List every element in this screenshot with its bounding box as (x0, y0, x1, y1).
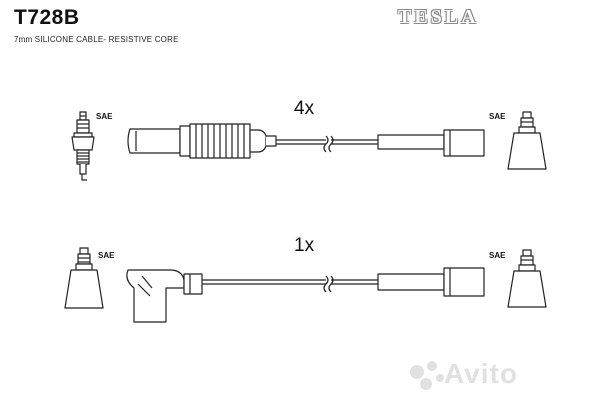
cable-line (202, 275, 378, 293)
spark-plug-icon (71, 111, 95, 181)
spark-plug-boot-angled (126, 269, 203, 323)
cable-set-2-right-terminal-label: SAE (489, 251, 506, 260)
terminal-cap-icon (507, 249, 547, 308)
cable-set-1-right-terminal-label: SAE (489, 112, 506, 121)
cable-set-2-left-terminal-label: SAE (98, 251, 115, 260)
avito-dots-icon (410, 361, 444, 390)
cable-set-1-left-terminal-label: SAE (96, 112, 113, 121)
brand-logo: TESLA (398, 6, 479, 28)
cable-set-1-quantity: 4x (294, 98, 315, 119)
spark-plug-boot-straight (127, 123, 277, 159)
avito-watermark: Avito (444, 358, 518, 389)
part-number: T728B (14, 6, 80, 29)
coil-connector-straight (377, 267, 485, 297)
cable-set-2-quantity: 1x (294, 235, 315, 256)
terminal-cap-icon (507, 111, 547, 170)
cable-spec-subtitle: 7mm SILICONE CABLE- RESISTIVE CORE (14, 35, 179, 44)
coil-connector-straight (377, 129, 485, 157)
cable-line (276, 135, 378, 153)
terminal-cap-icon (64, 247, 104, 309)
